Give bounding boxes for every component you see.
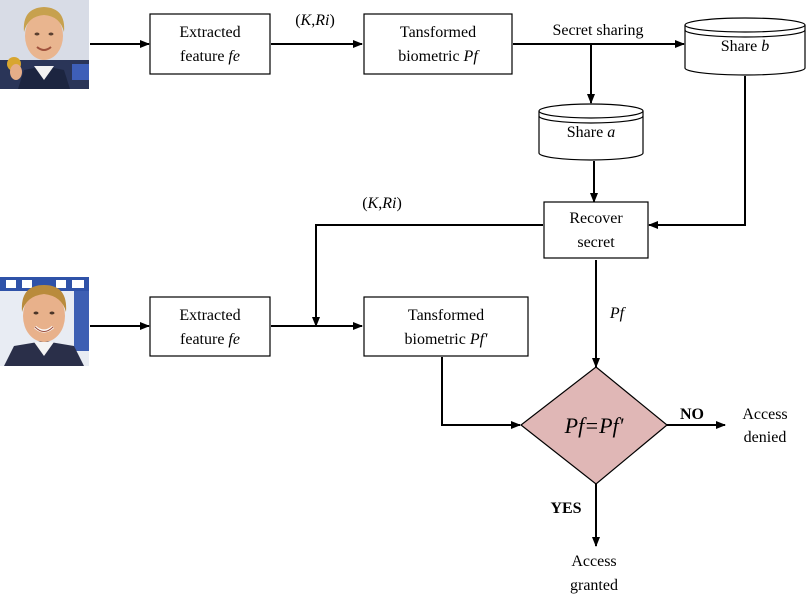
access-denied-line2: denied: [744, 429, 787, 446]
recover-line2: secret: [577, 234, 615, 251]
transform-box-2-line1: Tansformed: [408, 307, 484, 324]
extract-box-2-line1: Extracted: [179, 307, 240, 324]
secret-sharing-label: Secret sharing: [552, 22, 643, 39]
access-granted-line1: Access: [571, 553, 616, 570]
transform-box-2-line2: biometric Pf': [405, 331, 489, 348]
extract-box-2: Extracted feature fe: [149, 296, 271, 357]
arrow-transform2-to-decision: [441, 357, 521, 429]
param-label-1: (K,Ri): [295, 12, 335, 29]
recovered-pf-label: Pf: [609, 305, 627, 322]
extract-box-2-line2: feature fe: [180, 331, 240, 348]
share-b-store: Share b: [684, 17, 806, 76]
connectors: [90, 40, 746, 547]
share-a-label: Share a: [567, 124, 615, 141]
face-photo-verification: [0, 277, 89, 366]
face-photo-enrollment: [0, 0, 89, 89]
transform-box-1: Tansformed biometric Pf: [363, 13, 513, 75]
decision-label: Pf=Pf': [564, 413, 624, 438]
transform-box-1-line1: Tansformed: [400, 24, 476, 41]
param-label-2: (K,Ri): [362, 195, 402, 212]
share-a-store: Share a: [538, 103, 644, 161]
recover-secret-box: Recover secret: [543, 201, 649, 259]
access-denied-line1: Access: [742, 406, 787, 423]
transform-box-2: Tansformed biometric Pf': [363, 296, 529, 357]
extract-box-1-line2: feature fe: [180, 48, 240, 65]
recover-line1: Recover: [569, 210, 623, 227]
arrow-share-b-to-recover: [648, 76, 746, 229]
decision-diamond: Pf=Pf': [520, 366, 668, 485]
no-label: NO: [680, 406, 704, 423]
yes-label: YES: [550, 500, 581, 517]
access-granted-line2: granted: [570, 577, 618, 594]
extract-box-1-line1: Extracted: [179, 24, 240, 41]
extract-box-1: Extracted feature fe: [149, 13, 271, 75]
transform-box-1-line2: biometric Pf: [398, 48, 480, 65]
arrow-recover-param-to-row2: [312, 224, 543, 327]
share-b-label: Share b: [721, 38, 769, 55]
